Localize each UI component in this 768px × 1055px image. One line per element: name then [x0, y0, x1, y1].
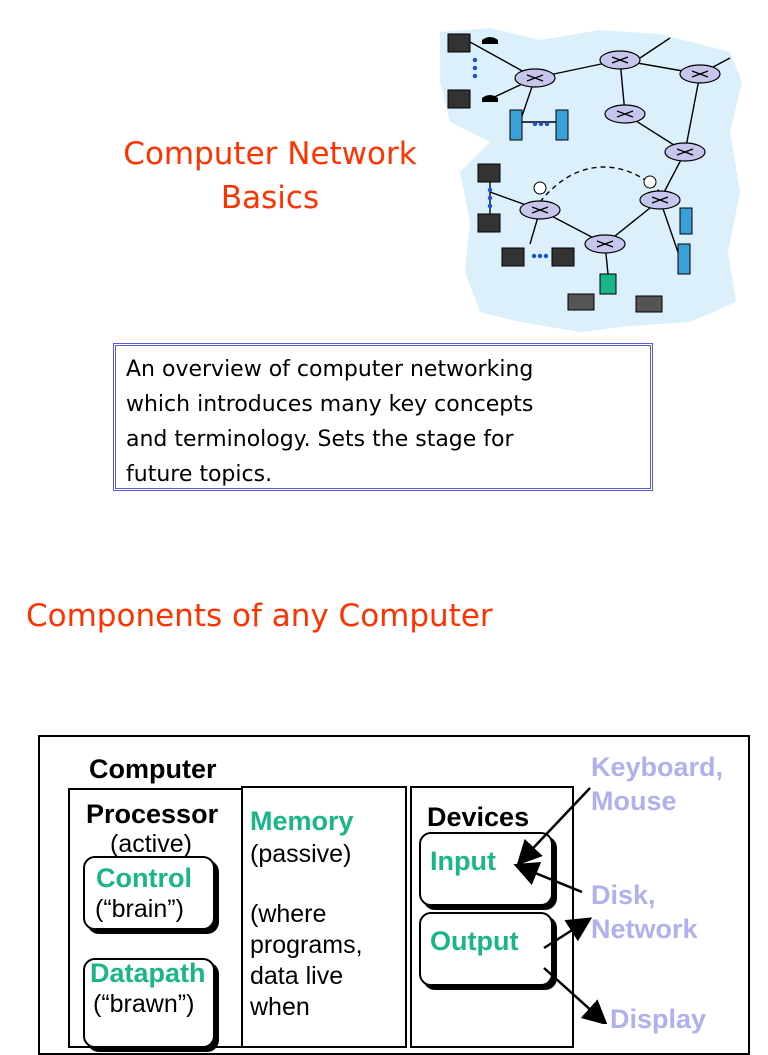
memory-label: Memory — [250, 806, 354, 836]
disk-line: Disk, — [591, 880, 656, 910]
disk-network-label: Disk, Network — [591, 878, 698, 946]
input-label: Input — [430, 846, 496, 876]
overview-line: future topics. — [126, 462, 273, 487]
title-line-1: Computer Network — [123, 136, 417, 172]
processor-sub: (active) — [110, 830, 192, 858]
overview-line: and terminology. Sets the stage for — [126, 427, 514, 452]
network-line: Network — [591, 914, 698, 944]
keyboard-line: Keyboard, — [591, 752, 724, 782]
memory-desc-line: when — [250, 993, 310, 1021]
control-label: Control — [96, 863, 192, 893]
computer-label: Computer — [89, 754, 217, 784]
devices-label: Devices — [427, 802, 530, 832]
memory-box — [241, 786, 407, 1048]
keyboard-mouse-label: Keyboard, Mouse — [591, 750, 723, 818]
control-sub: (“brain”) — [95, 895, 184, 923]
display-label: Display — [610, 1004, 707, 1034]
output-box — [419, 912, 553, 986]
memory-sub: (passive) — [250, 840, 352, 868]
control-box — [83, 856, 215, 930]
components-title: Components of any Computer — [26, 598, 493, 634]
network-diagram-illustration — [440, 28, 742, 332]
memory-desc-line: data live — [250, 962, 344, 990]
title-line-2: Basics — [220, 180, 320, 216]
processor-label: Processor — [86, 799, 219, 829]
datapath-label: Datapath — [90, 958, 206, 988]
mouse-line: Mouse — [591, 786, 677, 816]
memory-desc-line: (where — [250, 900, 327, 928]
overview-line: which introduces many key concepts — [126, 392, 534, 417]
output-label: Output — [430, 926, 519, 956]
overview-text-box: An overview of computer networking which… — [113, 343, 653, 491]
memory-desc-line: programs, — [250, 931, 363, 959]
overview-line: An overview of computer networking — [126, 357, 534, 382]
memory-description: (where programs, data live when — [250, 899, 363, 1023]
datapath-sub: (“brawn”) — [93, 990, 195, 1018]
slide-title: Computer Network Basics — [60, 132, 480, 220]
